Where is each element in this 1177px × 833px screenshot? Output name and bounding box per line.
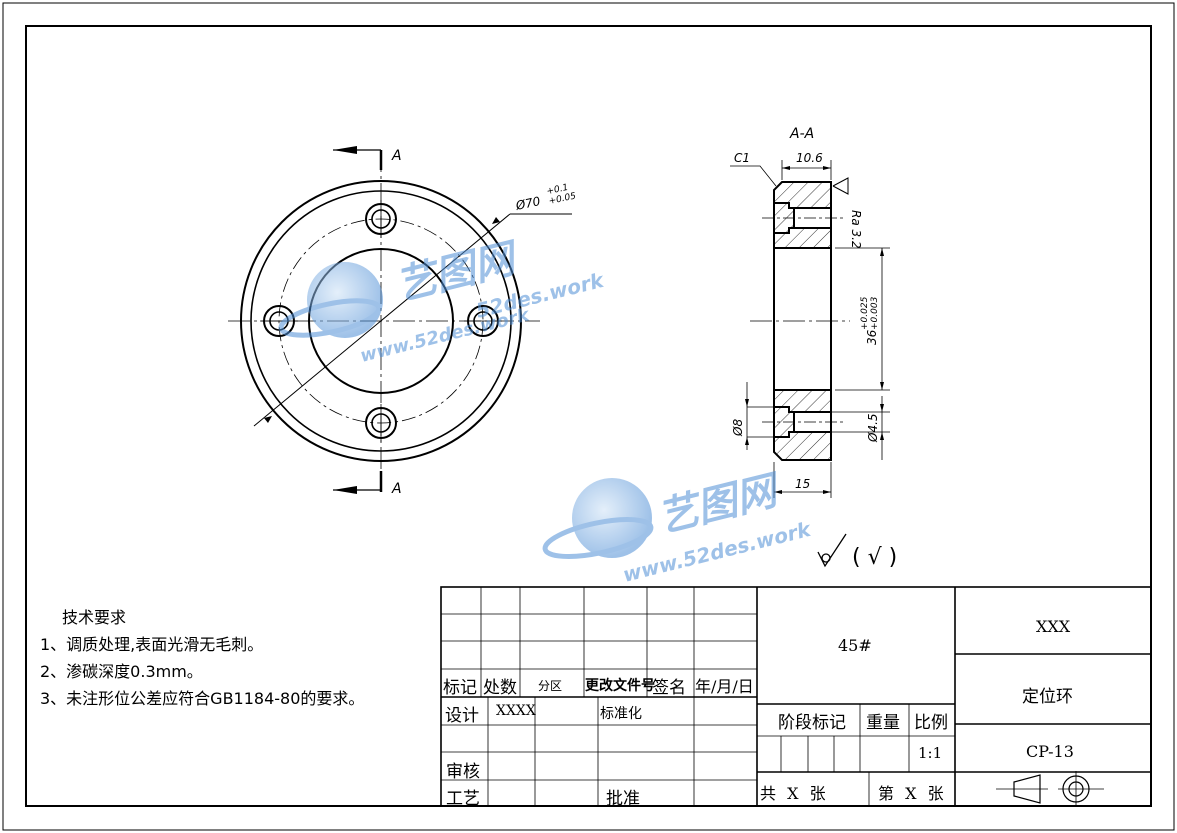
tb-drawing-no: CP-13 xyxy=(1026,742,1074,761)
tb-designer: XXXX xyxy=(496,703,536,719)
tb-sheet-no: 第 X 张 xyxy=(878,784,944,803)
tb-review: 审核 xyxy=(446,762,480,782)
tb-mark: 标记 xyxy=(443,678,477,698)
dim-bore: 36 xyxy=(865,329,879,345)
section-arrow-bottom xyxy=(333,486,357,494)
tb-part-name: 定位环 xyxy=(1022,687,1073,707)
dim-width: 10.6 xyxy=(796,151,823,165)
tb-process: 工艺 xyxy=(446,789,480,809)
section-arrow-top xyxy=(333,146,357,154)
part-outline xyxy=(773,181,832,461)
tb-change-doc: 更改文件号 xyxy=(585,678,655,694)
dim-hole-circle-tol-upper: +0.1 xyxy=(546,183,569,197)
title-block-grid xyxy=(440,586,1152,807)
tb-approve: 批准 xyxy=(606,789,640,809)
tech-note-item: 3、未注形位公差应符合GB1184-80的要求。 xyxy=(40,689,365,708)
roughness-label: Ra 3.2 xyxy=(849,210,863,249)
hatch-upper xyxy=(774,182,831,248)
hatch-lower xyxy=(774,390,831,460)
tb-stage-mark: 阶段标记 xyxy=(778,713,846,733)
tech-note-item: 2、渗碳深度0.3mm。 xyxy=(40,662,203,681)
watermark-top: 艺图网 52des.work www.52des.work xyxy=(278,235,608,367)
tb-material: 45# xyxy=(838,636,872,655)
dim-bore-tol-upper: +0.025 xyxy=(860,296,870,330)
section-title: A-A xyxy=(789,126,814,142)
tb-date: 年/月/日 xyxy=(695,677,754,696)
watermark-bottom: 艺图网 www.52des.work xyxy=(542,467,814,587)
tech-note-item: 1、调质处理,表面光滑无毛刺。 xyxy=(40,635,264,654)
dim-counterbore: Ø8 xyxy=(731,419,745,437)
tech-notes-title: 技术要求 xyxy=(62,608,127,627)
dim-hole: Ø4.5 xyxy=(866,413,880,443)
section-label-bottom: A xyxy=(391,481,402,497)
chamfer-label: C1 xyxy=(734,151,750,165)
dim-bore-tol-lower: +0.003 xyxy=(870,296,880,330)
section-view xyxy=(730,160,890,498)
tb-weight: 重量 xyxy=(866,713,900,733)
dim-length: 15 xyxy=(795,477,810,491)
diameter-leader xyxy=(253,213,511,427)
tb-zone: 分区 xyxy=(538,679,563,693)
roughness-rest: ( √ ) xyxy=(852,545,897,570)
tb-scale: 比例 xyxy=(914,713,948,733)
tb-company: XXX xyxy=(1036,617,1071,636)
section-label-top: A xyxy=(391,148,402,164)
tb-standardize: 标准化 xyxy=(600,706,642,722)
front-view xyxy=(228,146,572,494)
tb-count: 处数 xyxy=(483,678,517,698)
tb-signature: 签名 xyxy=(652,678,686,698)
tb-design: 设计 xyxy=(445,706,479,726)
dim-hole-circle: Ø70 xyxy=(514,194,542,213)
tb-sheets-total: 共 X 张 xyxy=(760,784,826,803)
tech-notes: 技术要求 1、调质处理,表面光滑无毛刺。 2、渗碳深度0.3mm。 3、未注形位… xyxy=(40,604,364,712)
tb-scale-value: 1:1 xyxy=(918,744,943,762)
roughness-general-icon xyxy=(817,533,847,568)
projection-symbol-icon xyxy=(996,771,1104,806)
